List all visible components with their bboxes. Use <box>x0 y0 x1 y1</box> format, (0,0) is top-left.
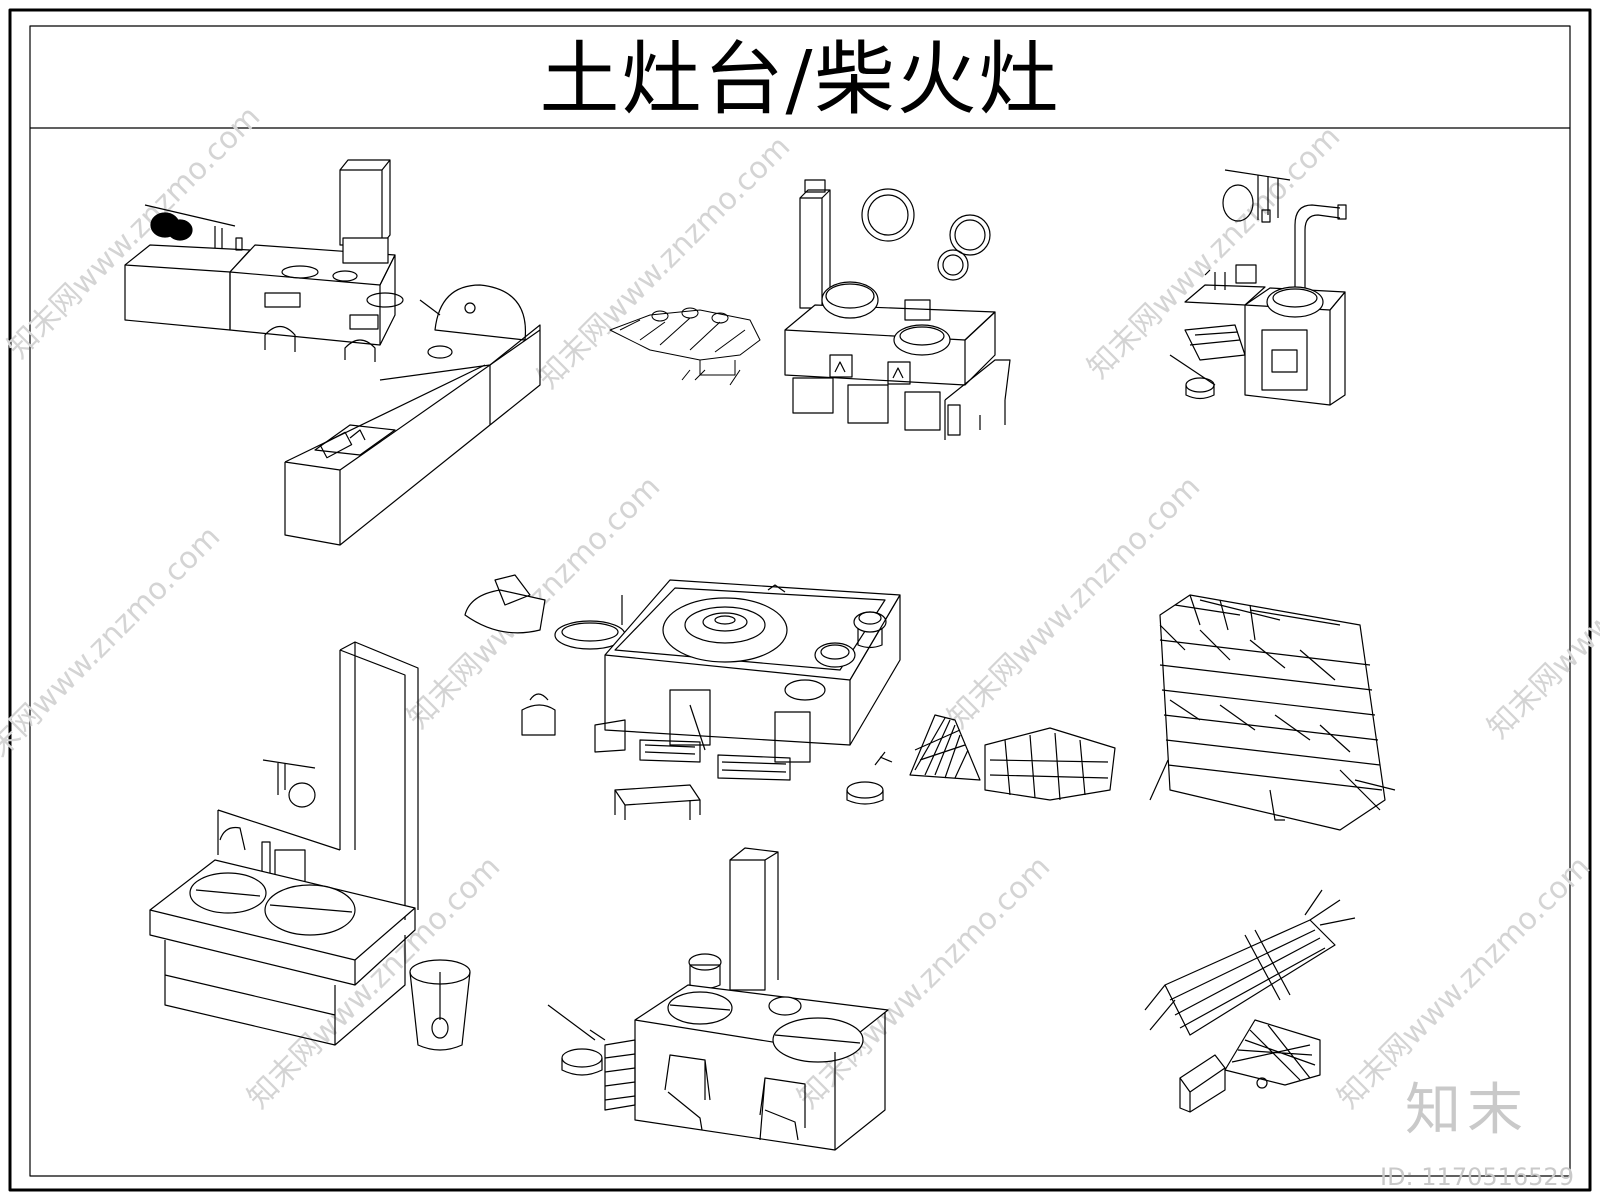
brand-logo: 知末 <box>1405 1078 1529 1143</box>
double-wok-stove-with-wall <box>149 641 471 1051</box>
small-stove-with-chimney <box>1169 169 1347 406</box>
large-wok-stove <box>464 574 1116 820</box>
l-shaped-kitchen-stove <box>124 159 541 546</box>
firewood-bundle-and-stool <box>1144 889 1356 1113</box>
watermark: 知末网www.znzmo.com <box>0 519 227 785</box>
double-pot-stove-with-chimney <box>547 847 889 1151</box>
image-id-label: ID: 1170516529 <box>1380 1163 1574 1191</box>
watermark: 知末网www.znzmo.com <box>1 99 267 365</box>
outer-frame <box>8 8 1592 1192</box>
watermark: 知末网www.znzmo.com <box>791 849 1057 1115</box>
watermark: 知末网www.znzmo.com <box>941 469 1207 735</box>
inner-frame <box>29 25 1571 1177</box>
watermark: 知末网www.znzmo.com <box>1481 479 1600 745</box>
watermark: 知末网www.znzmo.com <box>531 129 797 395</box>
stacked-firewood-rack <box>1149 594 1396 831</box>
page-title: 土灶台/柴火灶 <box>539 33 1061 126</box>
brick-stove-with-firewood-pile <box>609 179 1011 440</box>
